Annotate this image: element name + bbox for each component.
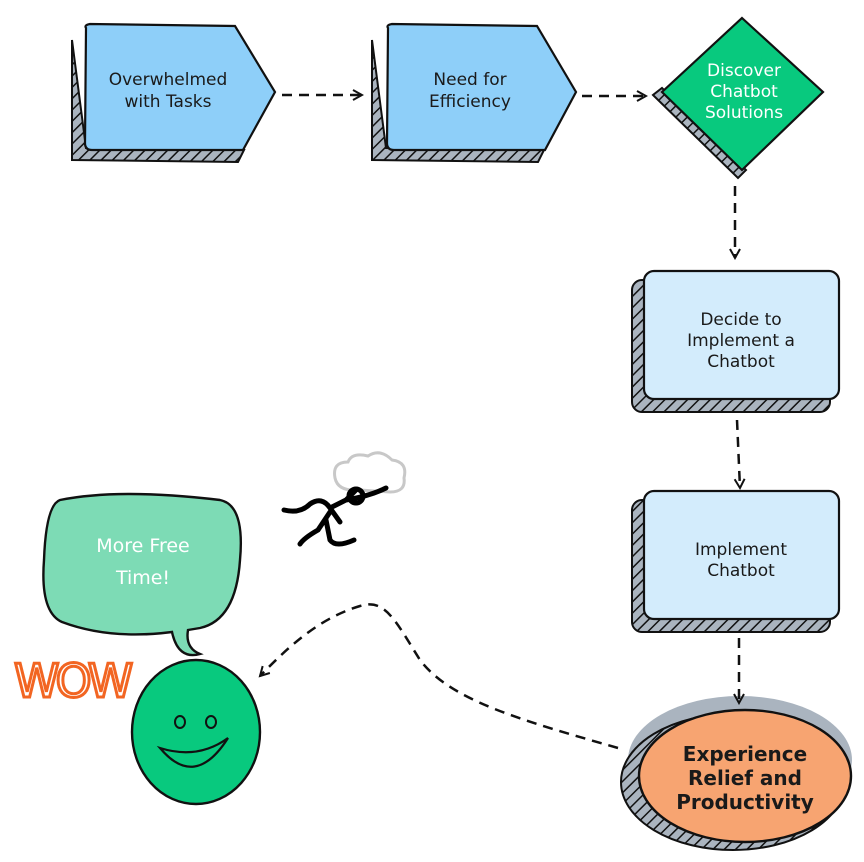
node-need-for-efficiency[interactable]: Need for Efficiency [371,22,578,164]
smiley-eye [174,715,186,729]
node-label-line: Need for [433,70,506,90]
flying-person-icon [281,451,407,547]
node-shape [642,489,841,621]
node-label-line: Experience [683,742,807,766]
figure-body [281,485,389,547]
node-shadow [651,86,748,180]
node-label-line: Implement [695,540,787,560]
wow-exclamation: WOW [14,654,132,708]
smiley-eye [205,715,217,729]
node-shape [83,22,277,152]
node-implement-chatbot[interactable]: Implement Chatbot [631,489,841,633]
speech-bubble: More Free Time! [42,492,242,657]
smiley-face [130,658,262,806]
smiley-mouth [156,737,229,768]
node-label-line: with Tasks [124,92,211,112]
node-label-line: Implement a [687,331,795,351]
node-label-line: Chatbot [710,82,778,102]
node-label-line: Productivity [676,790,814,814]
node-shape [642,269,841,401]
node-label-line: Chatbot [707,561,775,581]
node-label-line: Chatbot [707,352,775,372]
speech-bubble-line: More Free [96,535,189,557]
speech-bubble-line: Time! [115,567,170,589]
node-shape [637,708,853,844]
node-label-line: Decide to [700,310,781,330]
node-experience-relief[interactable]: Experience Relief and Productivity [620,696,853,851]
node-decide-to-implement[interactable]: Decide to Implement a Chatbot [631,269,841,413]
node-label-line: Relief and [688,766,802,790]
node-shape [660,16,825,172]
node-label-line: Discover [707,61,781,81]
edge-n6-smiley [260,603,619,750]
smiley-face-icon [130,658,262,806]
cloud-icon [333,451,407,494]
edge-n4-n5 [737,419,740,488]
node-label-line: Solutions [705,103,783,123]
node-label-line: Overwhelmed [109,70,228,90]
speech-bubble-shape [42,492,242,657]
node-shape [385,22,578,152]
node-label-line: Efficiency [429,92,511,112]
node-overwhelmed-with-tasks[interactable]: Overwhelmed with Tasks [71,22,277,164]
node-discover-chatbot-solutions[interactable]: Discover Chatbot Solutions [651,16,825,180]
